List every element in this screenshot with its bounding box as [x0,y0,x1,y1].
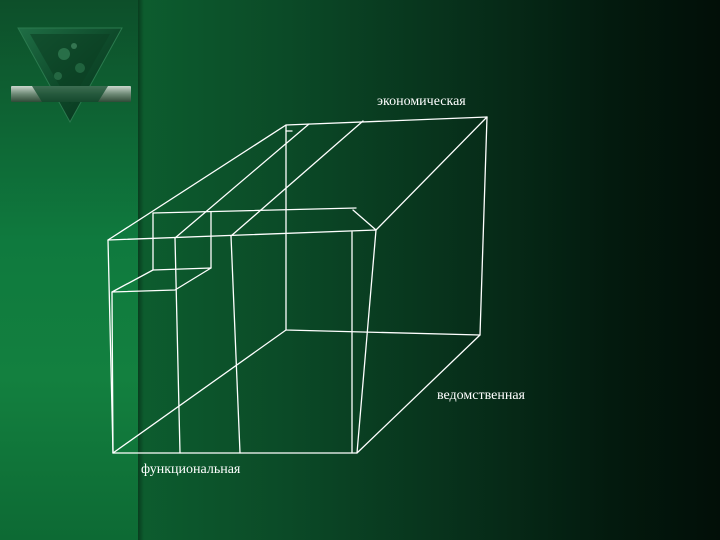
label-departmental: ведомственная [437,388,525,403]
front-slice-2 [230,235,241,454]
sub-block-front [111,267,212,293]
label-functional: функциональная [141,462,241,477]
cube-edge-bottom-left [112,329,287,454]
front-slice-1 [174,237,181,454]
cube-back-face [285,116,488,336]
cube-edge-top-left [107,124,287,241]
sub-block-top [152,207,357,214]
triangle-emblem-icon [11,27,131,124]
top-divider-1 [174,123,310,239]
cube-front-face [107,229,377,454]
label-economic: экономическая [377,94,466,109]
band-shadow [138,0,144,540]
sub-block-front-left [111,291,114,454]
cube-edge-bottom-right [356,334,481,454]
cube-edge-top-right [375,116,488,231]
top-divider-2 [230,120,364,237]
sub-block-top-edge [352,209,377,231]
